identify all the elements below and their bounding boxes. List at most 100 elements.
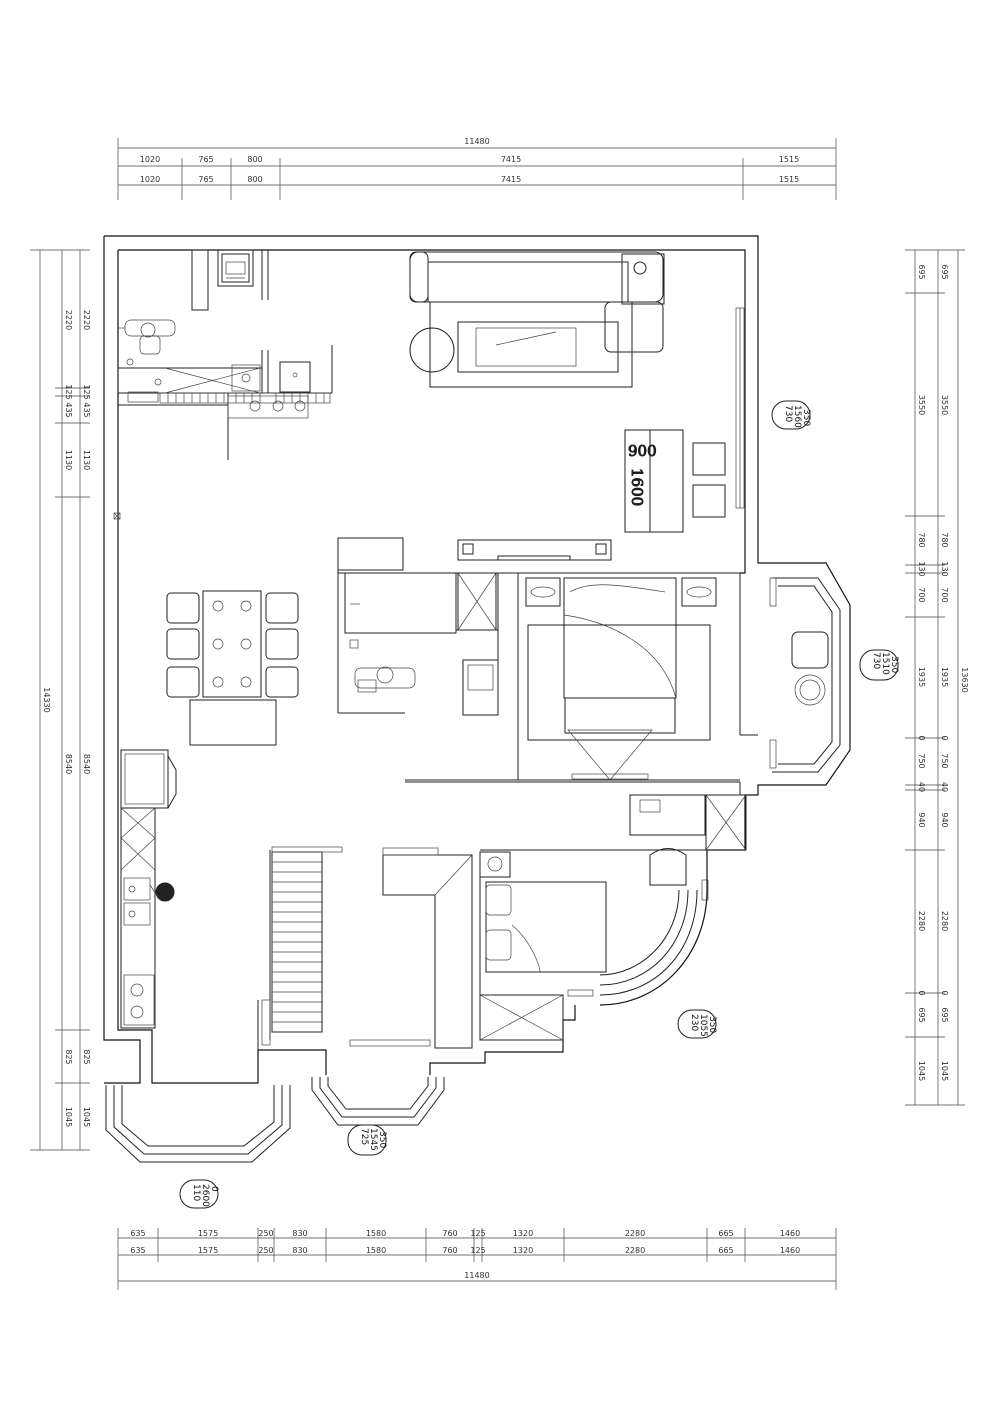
right-dim: 0 <box>917 735 926 740</box>
table-width-label: 900 <box>628 442 657 460</box>
window-tag-line: 350 <box>801 409 811 426</box>
study-desk <box>349 847 473 1049</box>
right-dim: 2280 <box>917 911 926 931</box>
right-dim: 40 <box>917 782 926 792</box>
dining-table: 900 1600 <box>624 429 684 533</box>
right-dim: 940 <box>940 812 949 827</box>
interior-walls <box>118 249 758 1050</box>
window-tag-line: 0 <box>209 1186 219 1192</box>
tv-cabinet <box>457 539 612 561</box>
right-dim: 40 <box>940 782 949 792</box>
bottom-dim: 1460 <box>780 1246 800 1255</box>
bottom-total-dim: 11480 <box>464 1271 489 1280</box>
bottom-dim: 635 <box>130 1229 145 1238</box>
right-dim: 750 <box>940 753 949 768</box>
left-dim: 125 <box>64 384 73 399</box>
right-dim: 940 <box>917 812 926 827</box>
left-dim: 8540 <box>82 754 91 774</box>
window-tag-line: 110 <box>191 1184 201 1201</box>
right-total-dim: 13630 <box>960 667 969 692</box>
left-dim: 1130 <box>64 450 73 470</box>
top-total-dim: 11480 <box>464 137 489 146</box>
window-tag-line: 1510 <box>880 652 890 675</box>
left-dim: 435 <box>82 402 91 417</box>
living-room: 900 1600 <box>409 251 745 561</box>
top-dim: 765 <box>198 155 213 164</box>
right-dim: 130 <box>917 561 926 576</box>
bottom-dim: 125 <box>470 1246 485 1255</box>
right-dim: 130 <box>940 561 949 576</box>
balcony-bay-left <box>105 1085 291 1163</box>
left-dim: 125 <box>82 384 91 399</box>
window-tag-line: 350 <box>889 656 899 673</box>
window-tag: 350 1055 230 <box>677 1009 717 1039</box>
right-dim: 700 <box>917 587 926 602</box>
left-dim: 1045 <box>64 1107 73 1127</box>
person-icon <box>149 882 175 902</box>
right-dim: 780 <box>940 532 949 547</box>
column-markers <box>113 512 777 901</box>
right-dim: 695 <box>940 1007 949 1022</box>
table-length-label: 1600 <box>628 468 646 506</box>
left-dim: 8540 <box>64 754 73 774</box>
right-dim: 0 <box>940 735 949 740</box>
bottom-dim: 1580 <box>366 1246 386 1255</box>
left-total-dim: 14330 <box>42 687 51 712</box>
left-dim: 1130 <box>82 450 91 470</box>
bottom-dim: 2280 <box>625 1229 645 1238</box>
window-tag: 350 1560 730 <box>771 400 811 430</box>
top-dimension-chain: 11480 1020 765 800 7415 1515 1020 765 80… <box>117 137 837 200</box>
top-dim: 1515 <box>779 155 799 164</box>
top-dim: 7415 <box>501 175 521 184</box>
right-dim: 1935 <box>940 667 949 687</box>
left-dim: 1045 <box>82 1107 91 1127</box>
person-icon <box>118 319 176 355</box>
right-dim: 2280 <box>940 911 949 931</box>
top-dim: 800 <box>247 155 262 164</box>
right-dim: 780 <box>917 532 926 547</box>
left-dimension-chain: 2220 125 435 1130 8540 825 1045 2220 125… <box>30 249 91 1151</box>
window-tag: 0 2600 110 <box>179 1179 219 1209</box>
window-tag-line: 1055 <box>698 1014 708 1037</box>
bottom-dim: 1320 <box>513 1229 533 1238</box>
bottom-dim: 250 <box>258 1246 273 1255</box>
bottom-dim: 1460 <box>780 1229 800 1238</box>
window-tag-line: 2600 <box>200 1184 210 1207</box>
window-tag-line: 1560 <box>792 405 802 428</box>
window-tag-line: 230 <box>689 1014 699 1031</box>
right-dim: 695 <box>917 1007 926 1022</box>
kitchen <box>117 249 311 403</box>
top-dim: 1020 <box>140 175 160 184</box>
top-dim: 800 <box>247 175 262 184</box>
left-dim: 825 <box>64 1049 73 1064</box>
right-dim: 3550 <box>940 395 949 415</box>
bottom-dim: 760 <box>442 1246 457 1255</box>
curved-window <box>599 889 698 996</box>
bottom-dim: 1575 <box>198 1229 218 1238</box>
dining-area <box>166 590 299 746</box>
top-dim: 1515 <box>779 175 799 184</box>
bottom-dim: 635 <box>130 1246 145 1255</box>
kitchen-counter <box>120 749 177 1029</box>
bottom-dim: 665 <box>718 1229 733 1238</box>
bottom-dim: 125 <box>470 1229 485 1238</box>
window-tag-line: 730 <box>871 652 881 669</box>
bottom-dim: 250 <box>258 1229 273 1238</box>
window-frame <box>735 307 745 509</box>
person-icon <box>354 666 416 693</box>
bottom-dim: 830 <box>292 1246 307 1255</box>
bottom-dim: 830 <box>292 1229 307 1238</box>
left-dim: 825 <box>82 1049 91 1064</box>
top-dim: 1020 <box>140 155 160 164</box>
bathroom <box>344 572 499 716</box>
bar-stools <box>227 395 309 419</box>
right-dim: 0 <box>917 990 926 995</box>
brick-strip <box>159 392 331 404</box>
bottom-dim: 1580 <box>366 1229 386 1238</box>
second-bedroom <box>479 794 747 1041</box>
window-tag: 350 1510 730 <box>859 649 899 681</box>
window-tag-line: 350 <box>377 1131 387 1148</box>
bottom-dim: 1575 <box>198 1246 218 1255</box>
bottom-dim: 760 <box>442 1229 457 1238</box>
